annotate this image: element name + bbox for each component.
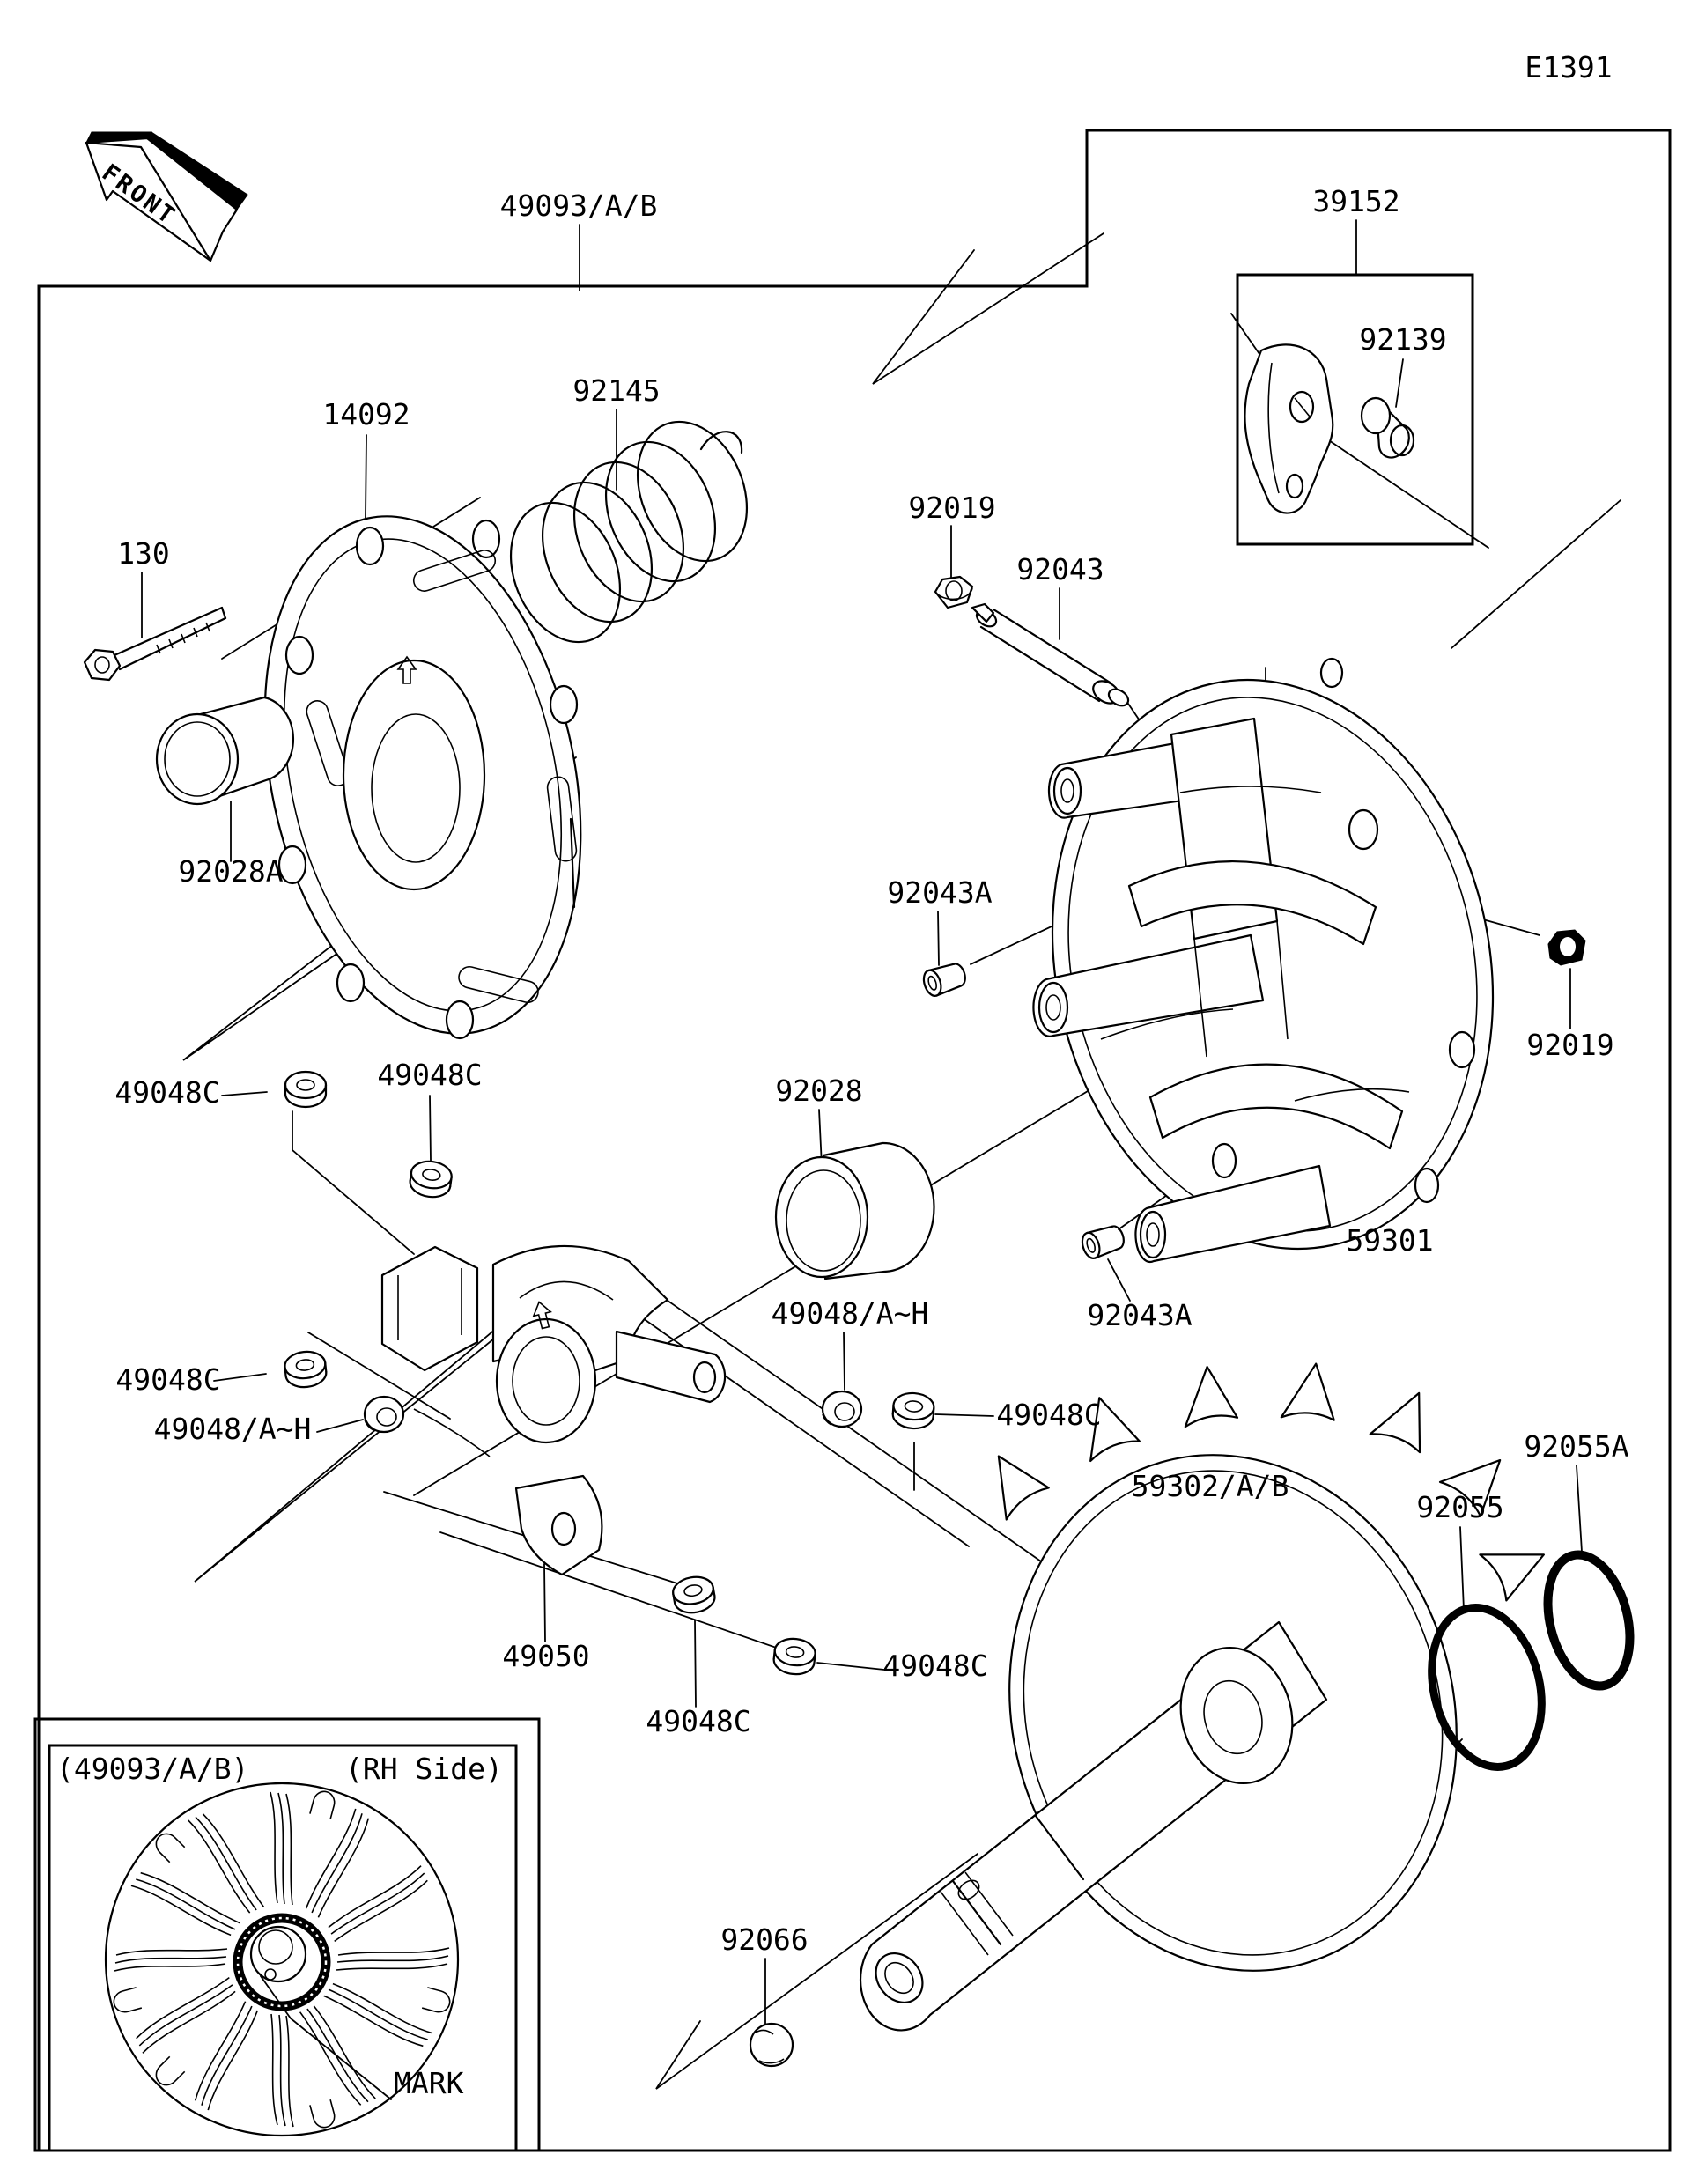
part-label-92043: 92043 <box>1016 552 1104 587</box>
part-label-92043A-upper: 92043A <box>887 875 992 910</box>
part-label-59301: 59301 <box>1346 1223 1433 1258</box>
part-labels: 49093/A/B 39152 92139 14092 92145 130 92019 920… <box>56 184 1629 2100</box>
part-label-39152: 39152 <box>1312 184 1399 218</box>
front-arrow-icon: FRONT <box>85 131 248 262</box>
part-plug-92066 <box>749 2022 794 2068</box>
part-oring-92055 <box>1428 1604 1546 1771</box>
part-label-92055A: 92055A <box>1524 1429 1628 1464</box>
part-roller-92043A-lower <box>1078 1221 1128 1262</box>
part-damper-49048AH-mid <box>821 1390 863 1428</box>
part-label-49048C-e: 49048C <box>882 1649 987 1683</box>
part-spider-49050 <box>380 1244 727 1576</box>
part-grommet-49048C-b <box>407 1157 454 1201</box>
part-grommet-49048C-e <box>772 1635 818 1678</box>
part-oring-92055A <box>1543 1550 1635 1691</box>
part-fixed-sheave-59302 <box>859 1360 1556 2032</box>
part-damper-49048AH-left <box>363 1395 405 1434</box>
part-label-92028: 92028 <box>775 1074 862 1108</box>
part-label-92043A-lower: 92043A <box>1087 1298 1192 1332</box>
part-label-inset-side: (RH Side) <box>345 1752 503 1786</box>
part-label-49050: 49050 <box>502 1639 589 1673</box>
part-grommet-49048C-a <box>284 1070 328 1109</box>
part-bolt-130 <box>83 606 227 682</box>
part-label-49048AH-left: 49048/A~H <box>154 1412 312 1446</box>
weight-detail-box <box>1236 273 1474 546</box>
bearing-mark-detail <box>233 1913 331 2011</box>
part-grommet-49048C-d <box>890 1391 936 1431</box>
part-nut-92019-upper <box>934 575 974 609</box>
part-bushing-92139 <box>1360 396 1415 459</box>
part-label-49048C-d: 49048C <box>996 1398 1101 1432</box>
part-pin-92043 <box>971 602 1130 707</box>
part-label-49048AH-mid: 49048/A~H <box>772 1296 929 1331</box>
part-label-49048C-f: 49048C <box>646 1704 750 1738</box>
page-code: E1391 <box>1525 50 1612 85</box>
part-label-49048C-b: 49048C <box>377 1058 482 1092</box>
part-movable-sheave-59301 <box>1032 657 1495 1263</box>
part-label-92019-upper: 92019 <box>908 491 995 525</box>
part-nut-92019-right <box>1547 929 1586 966</box>
part-label-92066: 92066 <box>720 1922 808 1957</box>
part-roller-92043A-upper <box>919 959 970 1000</box>
part-weight-39152 <box>1244 343 1334 514</box>
part-label-92055: 92055 <box>1416 1490 1503 1524</box>
part-label-14092: 14092 <box>322 397 410 432</box>
part-label-mark: MARK <box>394 2066 464 2100</box>
part-label-92019-right: 92019 <box>1526 1028 1613 1062</box>
part-label-130: 130 <box>117 536 170 571</box>
part-grommet-49048C-f <box>669 1573 719 1617</box>
part-spring-92145 <box>509 420 749 644</box>
part-bushing-92028A <box>155 696 295 806</box>
part-label-92028A: 92028A <box>178 854 283 889</box>
part-label-49048C-a: 49048C <box>114 1075 219 1110</box>
part-label-92145: 92145 <box>572 373 660 408</box>
part-label-59302ab: 59302/A/B <box>1132 1469 1289 1503</box>
part-grommet-49048C-c <box>282 1348 329 1391</box>
part-label-49048C-c: 49048C <box>115 1362 220 1397</box>
part-label-49093ab: 49093/A/B <box>500 188 658 223</box>
part-spider-plate-14092 <box>263 515 582 1040</box>
part-label-inset-title: (49093/A/B) <box>56 1752 249 1786</box>
part-bushing-92028 <box>774 1141 935 1280</box>
part-label-92139: 92139 <box>1359 322 1446 357</box>
